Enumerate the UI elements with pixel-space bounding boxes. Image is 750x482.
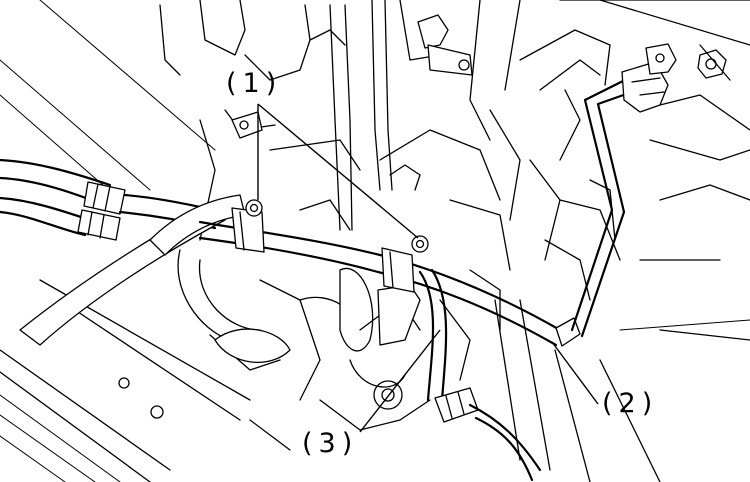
- hose-2-pipe: [570, 43, 677, 338]
- callout-label-3: (3): [302, 428, 358, 459]
- hose-3-pipe: [418, 268, 542, 482]
- clamp-left: [231, 199, 265, 253]
- left-hose-bundle: [0, 158, 246, 346]
- leader-3: [359, 329, 441, 433]
- leader-1-right: [257, 103, 419, 239]
- callout-label-1: (1): [226, 68, 282, 99]
- clamp-right: [381, 235, 429, 293]
- leader-lines: [257, 103, 599, 433]
- callout-label-2: (2): [602, 388, 658, 419]
- leader-2: [551, 341, 599, 405]
